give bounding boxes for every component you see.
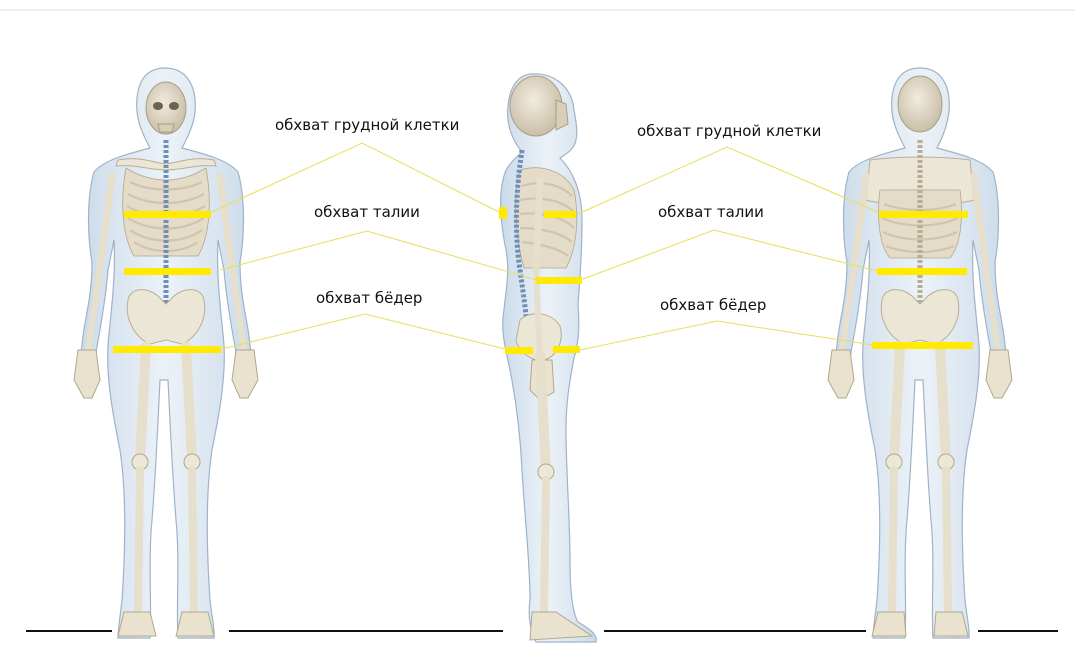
label-left-waist: обхват талии <box>314 203 420 221</box>
front-figure <box>74 68 258 638</box>
label-left-chest: обхват грудной клетки <box>275 116 459 134</box>
back-chest-band <box>879 211 968 218</box>
label-right-waist: обхват талии <box>658 203 764 221</box>
skeleton-side-icon <box>501 74 597 642</box>
leader-left-waist <box>220 231 540 281</box>
label-right-hips: обхват бёдер <box>660 296 766 314</box>
leader-right-waist <box>583 230 877 279</box>
front-hips-band <box>113 346 221 353</box>
label-left-hips: обхват бёдер <box>316 289 422 307</box>
front-chest-band <box>124 211 211 218</box>
side-chest-band <box>544 211 576 218</box>
side-hips-band-right <box>553 346 580 353</box>
skeleton-back-icon <box>828 68 1012 638</box>
front-waist-band <box>124 268 211 275</box>
back-waist-band <box>877 268 967 275</box>
label-right-chest: обхват грудной клетки <box>637 122 821 140</box>
leader-right-hips <box>580 321 873 350</box>
side-figure <box>499 74 596 642</box>
side-hips-band-left <box>505 347 533 354</box>
back-hips-band <box>872 342 973 349</box>
leader-left-hips <box>222 314 509 350</box>
side-waist-band <box>536 277 582 284</box>
back-figure <box>828 68 1012 638</box>
